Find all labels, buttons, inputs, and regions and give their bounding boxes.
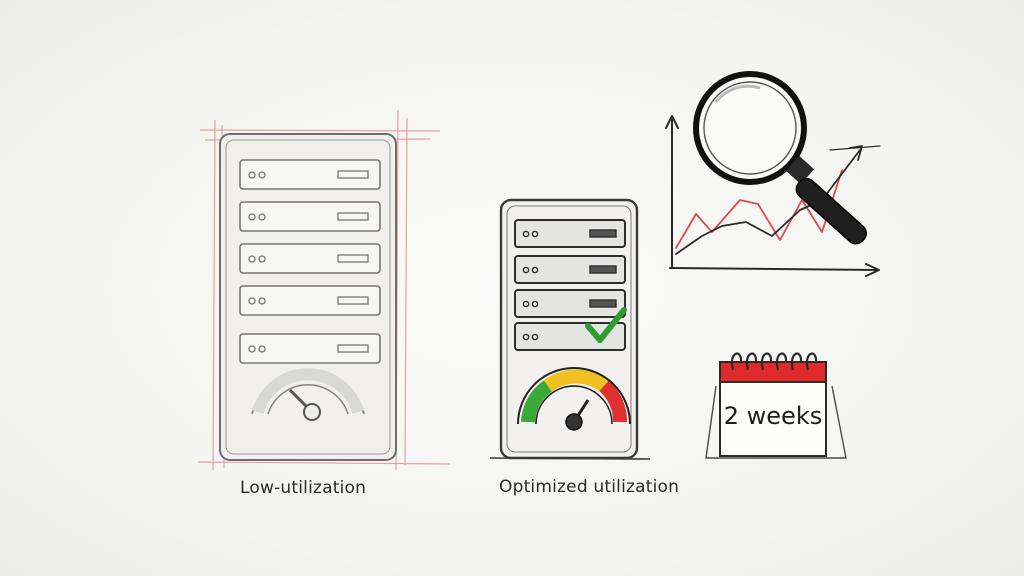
low-utilization-server-icon: [197, 109, 451, 471]
check-icon: [585, 307, 627, 343]
low-utilization-gauge-icon: [251, 368, 365, 421]
optimized-server-icon: [489, 198, 651, 460]
calendar-icon: [705, 352, 847, 459]
optimized-gauge-icon: [517, 367, 631, 431]
magnifying-glass-icon: [693, 71, 867, 245]
calendar-duration-text: 2 weeks: [723, 402, 823, 430]
optimized-utilization-label: Optimized utilization: [499, 477, 680, 497]
low-utilization-label: Low-utilization: [240, 478, 367, 498]
